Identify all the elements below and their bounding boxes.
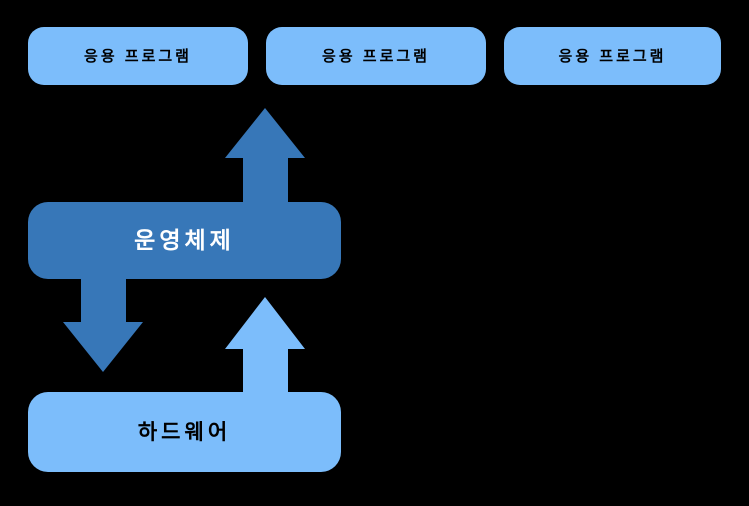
application-box-1[interactable]: 응용 프로그램	[28, 27, 248, 85]
arrow-hardware-to-os	[225, 297, 305, 400]
hardware-label: 하드웨어	[137, 420, 232, 444]
arrow-os-to-hardware	[63, 266, 143, 372]
hardware-box[interactable]: 하드웨어	[28, 392, 341, 472]
application-box-2[interactable]: 응용 프로그램	[266, 27, 486, 85]
operating-system-box[interactable]: 운영체제	[28, 202, 341, 279]
application-box-1-label: 응용 프로그램	[84, 47, 192, 65]
application-box-2-label: 응용 프로그램	[322, 47, 430, 65]
arrow-os-to-application	[225, 108, 305, 215]
operating-system-label: 운영체제	[134, 227, 235, 253]
application-box-3[interactable]: 응용 프로그램	[504, 27, 721, 85]
application-box-3-label: 응용 프로그램	[558, 47, 667, 65]
